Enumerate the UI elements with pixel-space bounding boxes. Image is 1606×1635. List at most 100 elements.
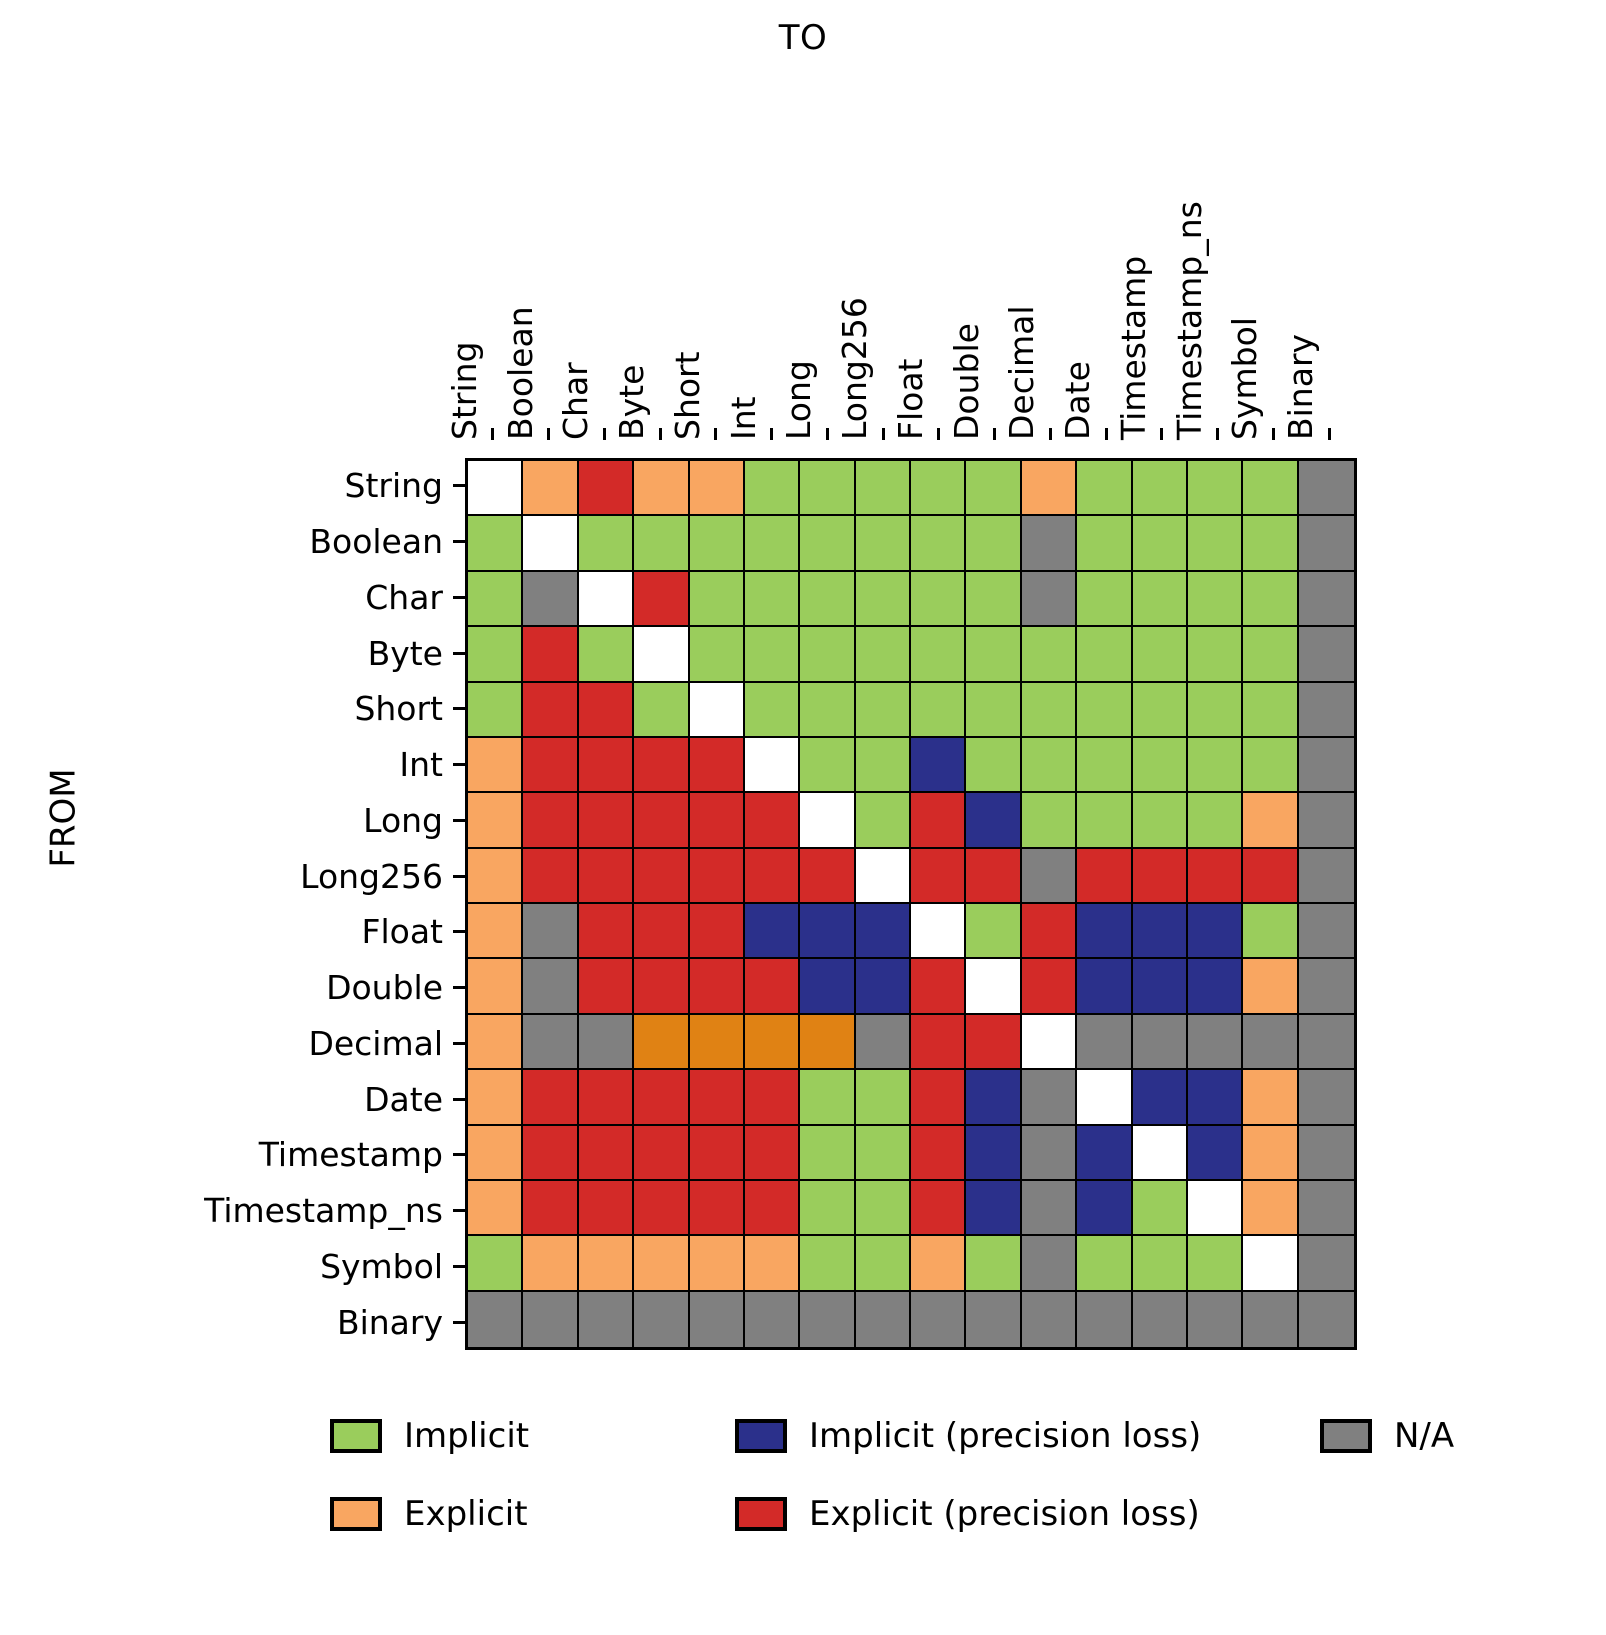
heatmap-cell — [744, 1236, 801, 1292]
heatmap-cell — [1021, 793, 1078, 849]
heatmap-cell — [523, 737, 579, 794]
heatmap-cell — [523, 1070, 579, 1126]
y-tick-mark — [453, 1320, 465, 1324]
heatmap-cell — [1132, 682, 1188, 738]
x-tick-label: Timestamp — [1113, 255, 1153, 440]
y-tick-label: Decimal — [308, 1023, 443, 1063]
heatmap-cell — [634, 1070, 690, 1126]
heatmap-cell — [578, 1236, 635, 1292]
heatmap-cell — [1243, 1125, 1299, 1181]
heatmap-cell — [966, 627, 1022, 683]
heatmap-cell — [578, 848, 635, 904]
x-tick-mark — [770, 428, 774, 440]
heatmap-cell — [966, 737, 1022, 794]
heatmap-cell — [744, 1180, 801, 1237]
heatmap-cell — [1132, 1291, 1188, 1347]
heatmap-cell — [1298, 737, 1354, 794]
heatmap-cell — [1243, 1070, 1299, 1126]
heatmap-cell — [689, 793, 745, 849]
heatmap-cell — [1243, 959, 1299, 1015]
heatmap-cell — [634, 1236, 690, 1292]
heatmap-cell — [634, 1180, 690, 1237]
heatmap-cell — [1077, 1236, 1133, 1292]
heatmap-cell — [800, 1125, 856, 1181]
heatmap-cell — [855, 1236, 911, 1292]
heatmap-cell — [1298, 793, 1354, 849]
heatmap-cell — [468, 737, 524, 794]
heatmap-cell — [634, 461, 690, 517]
heatmap-cell — [1243, 461, 1299, 517]
heatmap-grid — [468, 461, 1354, 1347]
y-tick-mark — [453, 1264, 465, 1268]
heatmap-cell — [911, 1236, 967, 1292]
heatmap-cell — [1021, 848, 1078, 904]
legend-swatch-na — [1320, 1419, 1372, 1453]
heatmap-cell — [1132, 1125, 1188, 1181]
heatmap-cell — [966, 571, 1022, 628]
x-tick-label: Int — [723, 396, 763, 440]
legend-label: N/A — [1394, 1416, 1455, 1456]
heatmap-cell — [634, 793, 690, 849]
heatmap-cell — [1298, 627, 1354, 683]
heatmap-cell — [911, 1180, 967, 1237]
x-tick-label: Long256 — [835, 297, 875, 440]
heatmap-cell — [468, 1236, 524, 1292]
heatmap-cell — [1021, 571, 1078, 628]
heatmap-cell — [468, 1291, 524, 1347]
heatmap-cell — [468, 571, 524, 628]
x-tick-label: Long — [779, 360, 819, 440]
y-tick-long: Long — [0, 793, 465, 849]
heatmap-cell — [689, 904, 745, 960]
heatmap-cell — [578, 682, 635, 738]
heatmap-cell — [744, 516, 801, 572]
y-tick-mark — [453, 1153, 465, 1157]
y-tick-mark — [453, 707, 465, 711]
heatmap-cell — [1187, 904, 1244, 960]
heatmap-cell — [523, 627, 579, 683]
heatmap-cell — [1021, 1180, 1078, 1237]
legend-swatch-implicit — [330, 1419, 382, 1453]
heatmap-cell — [1187, 737, 1244, 794]
heatmap-cell — [578, 516, 635, 572]
heatmap-cell — [1243, 848, 1299, 904]
y-tick-short: Short — [0, 681, 465, 737]
heatmap-cell — [468, 904, 524, 960]
heatmap-cell — [523, 848, 579, 904]
y-tick-char: Char — [0, 570, 465, 626]
heatmap-cell — [1298, 1014, 1354, 1071]
heatmap-cell — [855, 682, 911, 738]
heatmap-cell — [1243, 737, 1299, 794]
heatmap-cell — [689, 627, 745, 683]
legend-item-implicit: Implicit — [330, 1418, 529, 1454]
x-tick-mark — [993, 428, 997, 440]
heatmap-cell — [911, 1014, 967, 1071]
heatmap-cell — [966, 1125, 1022, 1181]
heatmap-cell — [689, 1236, 745, 1292]
heatmap-cell — [911, 848, 967, 904]
legend-item-na: N/A — [1320, 1418, 1454, 1454]
heatmap-cell — [1132, 959, 1188, 1015]
heatmap-cell — [468, 461, 524, 517]
y-tick-label: Timestamp_ns — [204, 1191, 443, 1231]
heatmap-cell — [689, 461, 745, 517]
heatmap-cell — [1077, 737, 1133, 794]
heatmap-cell — [1021, 682, 1078, 738]
heatmap-cell — [966, 682, 1022, 738]
heatmap-cell — [1243, 571, 1299, 628]
heatmap-cell — [1077, 848, 1133, 904]
heatmap-cell — [578, 627, 635, 683]
x-tick-label: Char — [556, 362, 596, 440]
heatmap-cell — [744, 793, 801, 849]
heatmap-cell — [468, 627, 524, 683]
heatmap-cell — [1132, 737, 1188, 794]
y-tick-mark — [453, 1097, 465, 1101]
heatmap-cell — [911, 1070, 967, 1126]
heatmap-cell — [1187, 1236, 1244, 1292]
x-tick-mark — [1271, 428, 1275, 440]
heatmap-cell — [966, 1014, 1022, 1071]
legend-item-explicit: Explicit — [330, 1496, 528, 1532]
heatmap-cell — [523, 516, 579, 572]
y-tick-float: Float — [0, 904, 465, 960]
heatmap-cell — [578, 959, 635, 1015]
